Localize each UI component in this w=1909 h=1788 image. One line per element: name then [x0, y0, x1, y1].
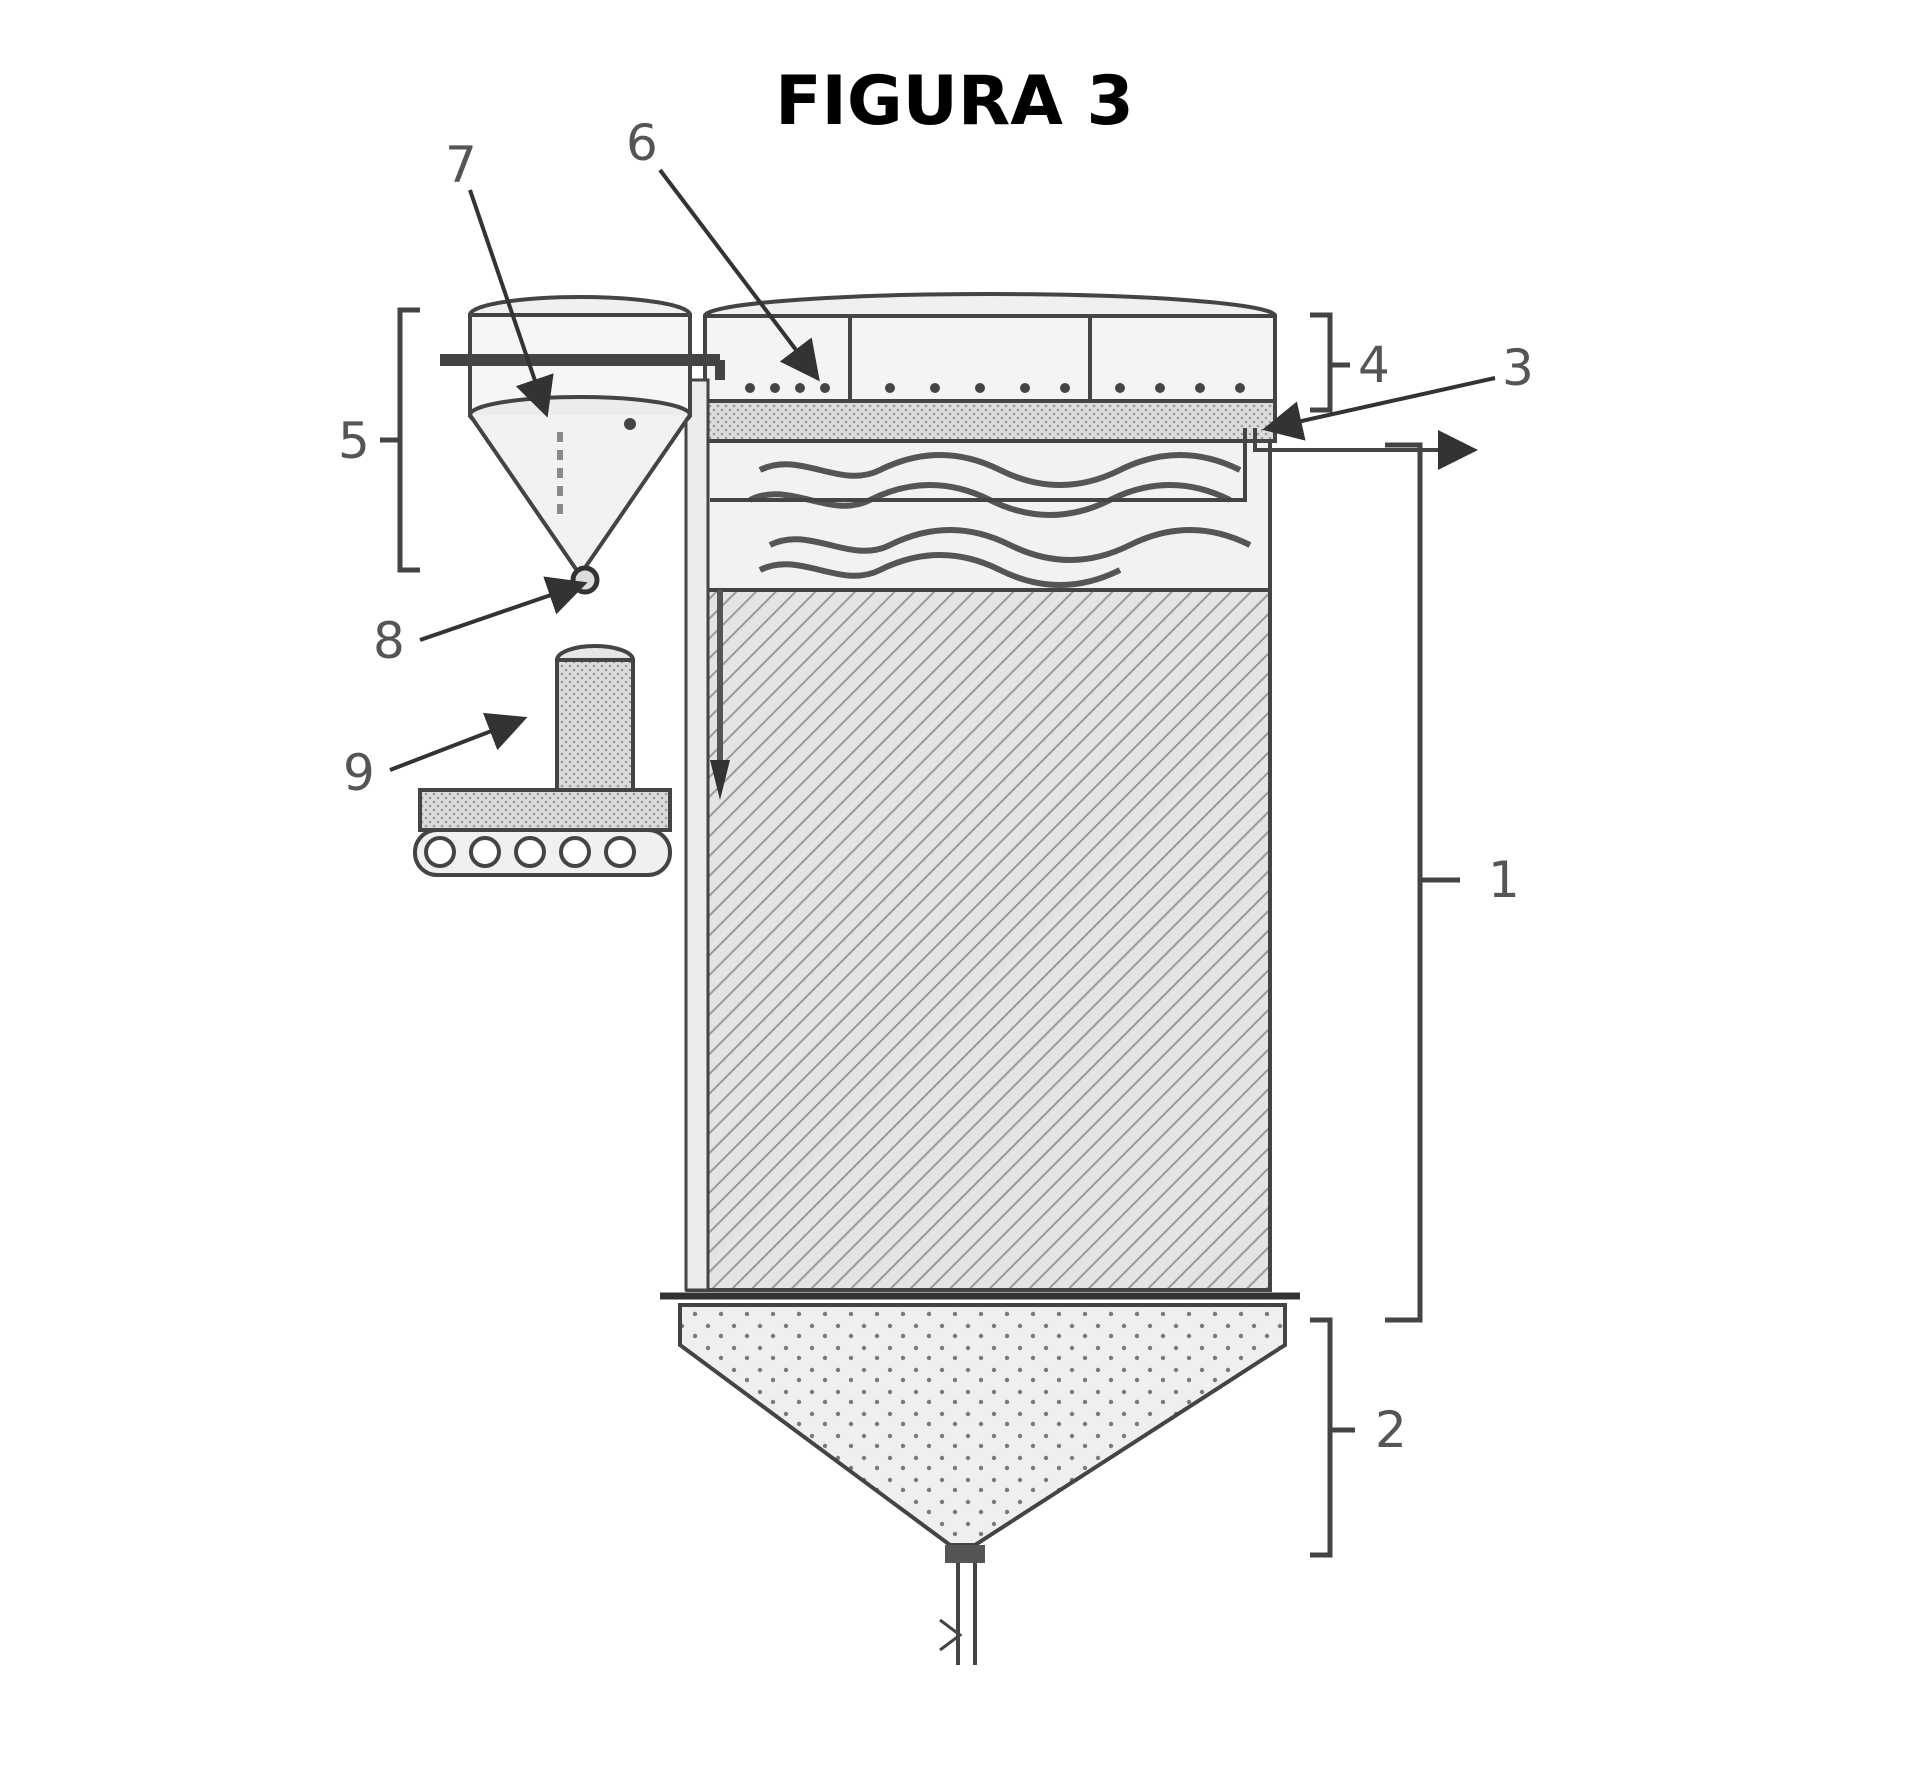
label-5: 5 [338, 412, 370, 470]
label-7: 7 [445, 136, 477, 194]
figure-title: FIGURA 3 [775, 62, 1134, 141]
recirculation-pipe [684, 378, 730, 1292]
leader-7 [468, 189, 554, 418]
leader-9 [389, 712, 528, 772]
separator-tank [440, 295, 725, 579]
bottom-cone [678, 1303, 1287, 1665]
label-2: 2 [1375, 1401, 1407, 1459]
leader-lines [389, 168, 1496, 772]
label-9: 9 [343, 744, 375, 802]
label-1: 1 [1488, 851, 1520, 909]
label-8: 8 [373, 612, 405, 670]
label-6: 6 [626, 114, 658, 172]
label-4: 4 [1358, 336, 1390, 394]
leader-8 [419, 576, 588, 642]
pump-unit [413, 644, 672, 877]
leader-3 [1262, 376, 1496, 441]
top-tank [703, 292, 1277, 443]
label-3: 3 [1502, 339, 1534, 397]
bracket-2 [1310, 1317, 1333, 1558]
outlet-pipe [710, 428, 1478, 502]
bracket-1 [1385, 442, 1423, 1323]
bracket-5 [397, 307, 420, 573]
brackets [380, 307, 1460, 1558]
leader-6 [658, 168, 820, 382]
bracket-4 [1310, 312, 1333, 413]
distributor-nozzles [745, 383, 1245, 393]
valve [570, 565, 600, 595]
